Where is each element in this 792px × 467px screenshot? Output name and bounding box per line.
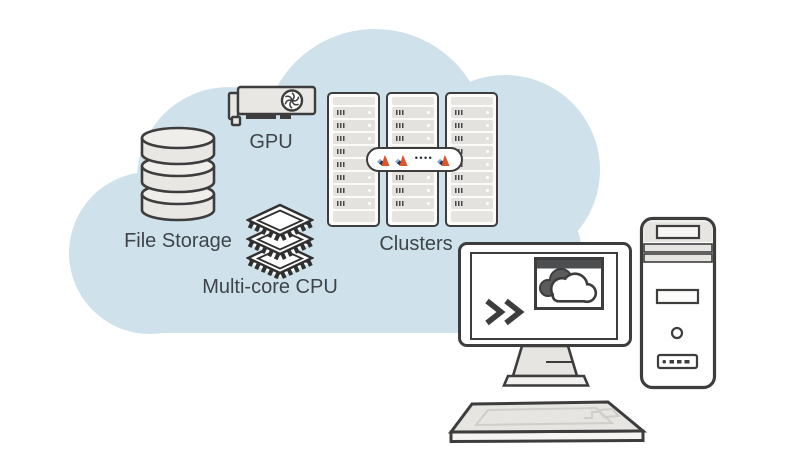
tower-pc-icon (639, 216, 717, 390)
label-multicore-cpu: Multi-core CPU (202, 276, 338, 298)
led-icon (426, 176, 430, 179)
led-icon (485, 111, 489, 114)
power-button-icon (670, 326, 684, 340)
matlab-logo-icon (376, 154, 390, 166)
matlab-workers-pill: •••• (366, 147, 463, 172)
optical-drive (655, 288, 700, 305)
rack-bottom-cap (332, 211, 375, 222)
vent-icon (395, 188, 405, 193)
label-file-storage: File Storage (124, 230, 232, 252)
vent-icon (395, 110, 405, 115)
vent-icon (336, 201, 346, 206)
vent-icon (336, 110, 346, 115)
led-icon (485, 150, 489, 153)
led-icon (367, 202, 371, 205)
label-clusters: Clusters (379, 233, 453, 255)
matlab-logo-icon (394, 154, 408, 166)
led-icon (485, 202, 489, 205)
command-prompt-icon (485, 298, 525, 326)
vent-icon (454, 175, 464, 180)
vent-icon (454, 136, 464, 141)
vent-icon (336, 123, 346, 128)
vent-icon (336, 136, 346, 141)
vent-icon (395, 175, 405, 180)
led-icon (367, 111, 371, 114)
led-icon (426, 124, 430, 127)
led-icon (367, 137, 371, 140)
vent-icon (395, 136, 405, 141)
led-icon (426, 111, 430, 114)
vent-icon (336, 162, 346, 167)
led-icon (367, 176, 371, 179)
label-gpu: GPU (249, 131, 293, 153)
led-icon (485, 163, 489, 166)
server-rack-icon (445, 92, 498, 227)
led-icon (426, 202, 430, 205)
cpu-chip-stack-icon (246, 203, 314, 281)
ellipsis-dots: •••• (414, 153, 434, 163)
matlab-logo-icon (437, 154, 450, 166)
monitor-stand (502, 345, 590, 387)
vent-icon (454, 188, 464, 193)
front-band (643, 253, 713, 263)
keyboard-icon (447, 400, 648, 444)
gpu-card-icon (227, 85, 317, 127)
vent-icon (454, 123, 464, 128)
led-icon (367, 189, 371, 192)
vent-icon (454, 110, 464, 115)
browser-window-cloud-icon (534, 257, 604, 310)
front-band (643, 243, 713, 253)
vent-icon (336, 175, 346, 180)
led-icon (367, 124, 371, 127)
led-icon (426, 189, 430, 192)
drive-bay (655, 224, 701, 240)
vent-icon (336, 149, 346, 154)
led-icon (485, 189, 489, 192)
led-icon (485, 137, 489, 140)
vent-icon (454, 201, 464, 206)
gpu-fan-icon (280, 89, 304, 112)
database-icon (140, 126, 216, 222)
vent-icon (395, 201, 405, 206)
vent-icon (336, 188, 346, 193)
led-icon (426, 137, 430, 140)
vent-icon (395, 123, 405, 128)
monitor-screen (470, 252, 618, 340)
white-cloud-icon (549, 272, 598, 304)
rack-top-cap (332, 97, 375, 105)
desktop-monitor-icon (458, 242, 632, 347)
led-icon (485, 176, 489, 179)
led-icon (485, 124, 489, 127)
